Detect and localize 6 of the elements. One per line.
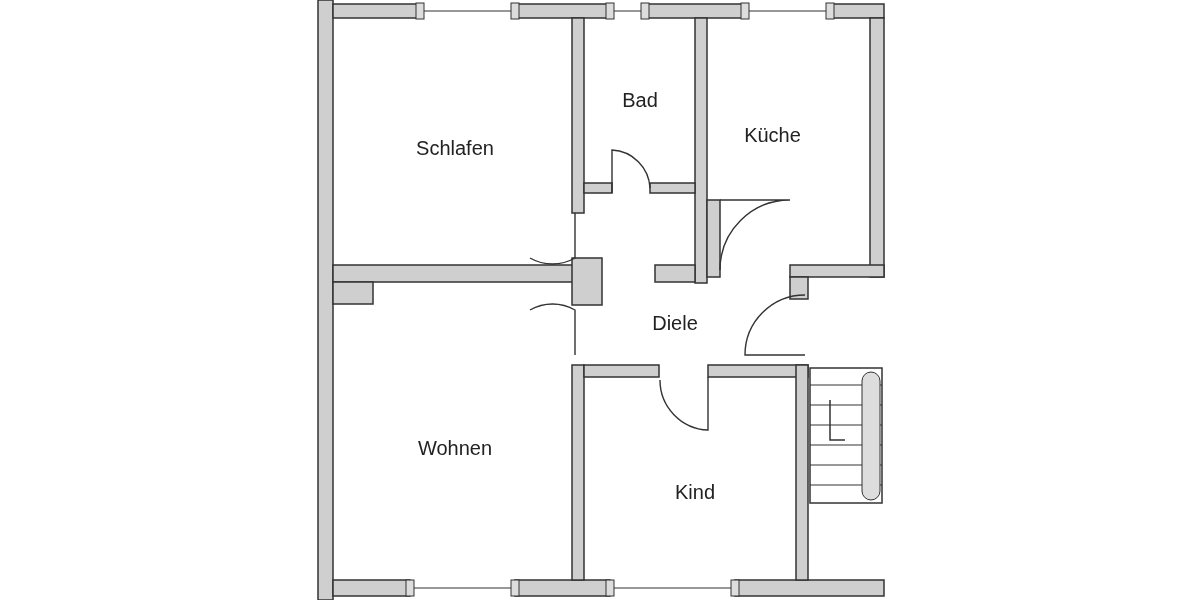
room-label: Bad [622,88,658,112]
room-label: Diele [652,311,698,335]
room-label: Küche [744,123,801,147]
room-label: Schlafen [416,136,494,160]
room-label: Wohnen [417,436,493,460]
room-label: Kind [675,480,715,504]
